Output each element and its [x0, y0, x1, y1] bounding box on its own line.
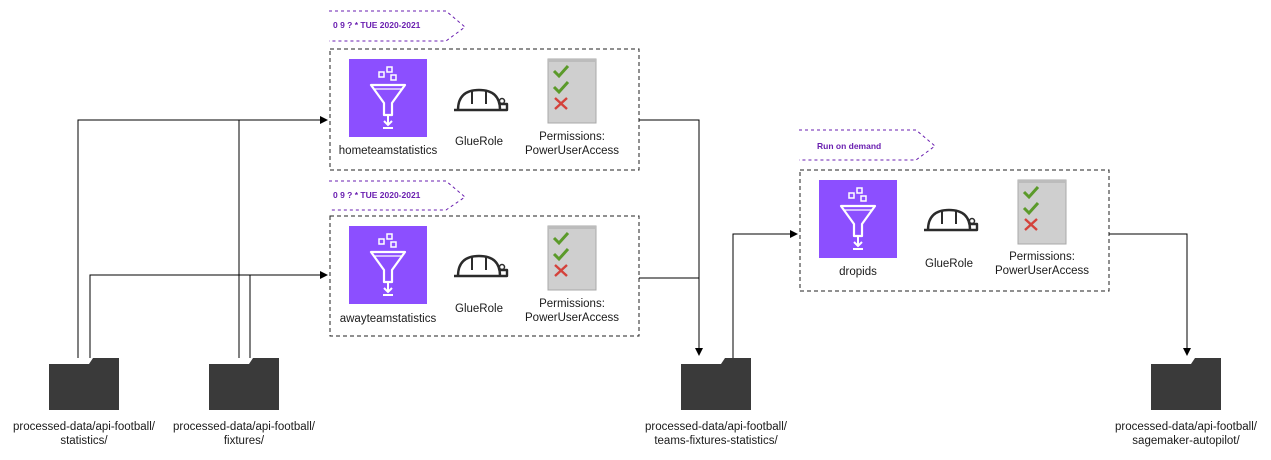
permissions-value: PowerUserAccess [525, 145, 619, 157]
role-label: GlueRole [925, 258, 973, 270]
folder-label-line1: processed-data/api-football/ [13, 421, 156, 433]
folder-icon [681, 358, 751, 410]
permissions-label: Permissions: [1009, 251, 1075, 263]
hard-hat-icon [922, 208, 979, 232]
permissions-label: Permissions: [539, 298, 605, 310]
permissions-checklist-icon [546, 224, 598, 292]
folder-label-line2: statistics/ [60, 435, 108, 447]
job-group-away [329, 215, 640, 337]
schedule-tag-home: 0 9 ? * TUE 2020-2021 [329, 10, 466, 42]
schedule-tag-dropids: Run on demand [799, 129, 936, 161]
edge-statistics-to-away [89, 271, 328, 358]
folder-icon [209, 358, 279, 410]
role-label: GlueRole [455, 136, 503, 148]
folder-label-line1: processed-data/api-football/ [645, 421, 788, 433]
job-group-home [329, 48, 640, 171]
schedule-text: 0 9 ? * TUE 2020-2021 [333, 190, 421, 200]
edge-home-to-teams-fixtures [639, 119, 703, 356]
folder-label-line2: fixtures/ [224, 435, 265, 447]
folder-label-line1: processed-data/api-football/ [173, 421, 316, 433]
hard-hat-icon [452, 254, 509, 278]
permissions-value: PowerUserAccess [525, 312, 619, 324]
edge-teams-fixtures-to-dropids [732, 230, 798, 360]
edge-dropids-to-sagemaker [1109, 233, 1191, 356]
glue-funnel-icon [817, 178, 899, 260]
folder-label-line1: processed-data/api-football/ [1115, 421, 1258, 433]
edge-statistics-to-home [77, 116, 328, 358]
schedule-text: 0 9 ? * TUE 2020-2021 [333, 20, 421, 30]
role-label: GlueRole [455, 303, 503, 315]
folder-label-line2: teams-fixtures-statistics/ [654, 435, 778, 447]
permissions-value: PowerUserAccess [995, 265, 1089, 277]
job-group-dropids [799, 169, 1110, 292]
permissions-checklist-icon [1016, 178, 1068, 246]
permissions-label: Permissions: [539, 131, 605, 143]
job-name: awayteamstatistics [340, 313, 437, 325]
glue-funnel-icon [347, 224, 429, 306]
folder-icon [49, 358, 119, 410]
hard-hat-icon [452, 88, 509, 112]
permissions-checklist-icon [546, 57, 598, 125]
schedule-text: Run on demand [817, 141, 881, 151]
job-name: hometeamstatistics [339, 145, 438, 157]
folder-icon [1151, 358, 1221, 410]
schedule-tag-away: 0 9 ? * TUE 2020-2021 [329, 180, 466, 211]
connectors [77, 116, 1191, 360]
glue-funnel-icon [347, 57, 429, 139]
folder-label-line2: sagemaker-autopilot/ [1132, 435, 1240, 447]
job-name: dropids [839, 266, 877, 278]
